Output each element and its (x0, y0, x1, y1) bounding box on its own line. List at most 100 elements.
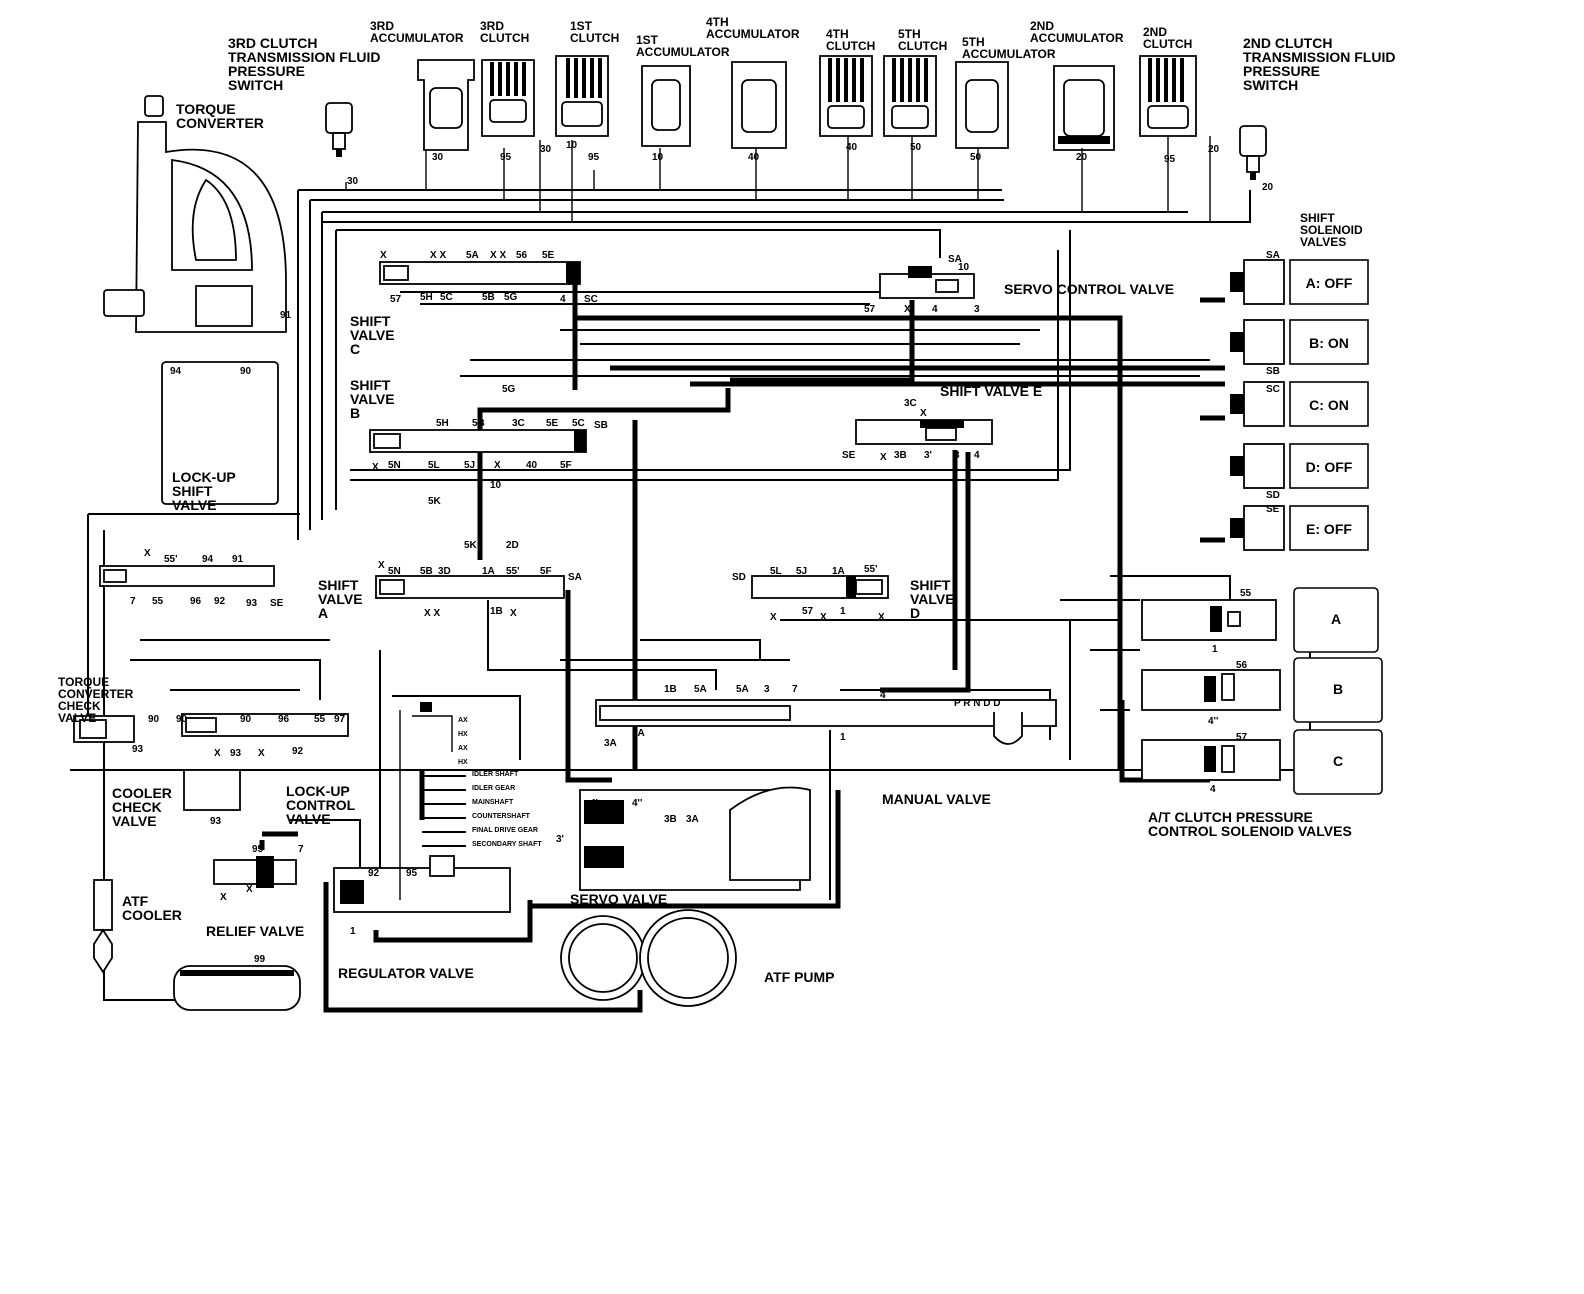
port-label: X (770, 612, 777, 623)
accumulator1 (641, 65, 691, 147)
port-label: 95 (500, 152, 512, 163)
accumulator2 (1053, 65, 1115, 151)
port-label: 5B (420, 566, 433, 577)
port-label: 40 (526, 460, 538, 471)
shift-valve-e (855, 419, 993, 445)
port-label: 7 (792, 684, 798, 695)
port-label: 3D (438, 566, 451, 577)
port-label: 55 (314, 714, 326, 725)
at-solenoid-a: A 55 1 (1141, 587, 1379, 655)
port-label: SD (1266, 490, 1280, 501)
at-clutch-solenoids: A 55 1 B 56 4'' C 57 4 A/T CLUTCH PRESSU… (1141, 587, 1383, 839)
port-label: X (510, 608, 517, 619)
port-label: 1 (840, 732, 846, 743)
servo-control-label: SERVO CONTROL VALVE (1004, 281, 1174, 297)
port-label: X (144, 548, 151, 559)
gear-position-label: P R N D D (954, 698, 1001, 709)
port-label: 90 (240, 366, 252, 377)
port-label: SE (842, 450, 856, 461)
port-label: 97 (334, 714, 346, 725)
port-label: 55' (164, 554, 178, 565)
port-label: SE (270, 598, 284, 609)
at-solenoid-b-label: B (1333, 681, 1343, 697)
port-label: 93 (230, 748, 242, 759)
port-label: 10 (652, 152, 664, 163)
solenoid-a-state: A: OFF (1306, 275, 1353, 291)
port-label: 57 (390, 294, 402, 305)
port-label: 7 (130, 596, 136, 607)
port-label: 94 (170, 366, 182, 377)
port-label: 5C (440, 292, 453, 303)
port-label: X X (490, 250, 506, 261)
lube-line-labels: IDLER SHAFT IDLER GEAR MAINSHAFT COUNTER… (458, 717, 542, 848)
port-label: SB (594, 420, 608, 431)
solenoid-d: D: OFF (1230, 443, 1369, 489)
port-label: X (920, 408, 927, 419)
port-label: 4 (1210, 784, 1216, 795)
port-label: SB (1266, 366, 1280, 377)
clutch5 (883, 55, 937, 137)
port-label: 5B (482, 292, 495, 303)
clutch4 (819, 55, 873, 137)
port-label: SE (1266, 504, 1280, 515)
solenoid-b: B: ON (1230, 319, 1369, 365)
port-label: 5E (546, 418, 559, 429)
port-label: 3 (954, 450, 960, 461)
lube-label: COUNTERSHAFT (472, 813, 531, 820)
clutch2-switch-label: 2ND CLUTCH TRANSMISSION FLUID PRESSURE S… (1243, 35, 1399, 93)
accumulator4 (731, 61, 787, 149)
port-label: 30 (432, 152, 444, 163)
port-label: 5K (428, 496, 442, 507)
port-label: SA (948, 254, 962, 265)
lockup-shift-spool (99, 565, 275, 587)
port-label: 3B (664, 814, 677, 825)
port-label: 5H (420, 292, 433, 303)
solenoid-port-labels: SA SB SC SD SE (1266, 250, 1280, 515)
port-label: 95 (252, 844, 264, 855)
torque-converter: 91 (103, 95, 292, 333)
port-label: 5L (770, 566, 782, 577)
port-label: 55 (1240, 588, 1252, 599)
atf-cooler (93, 879, 113, 974)
clutch1 (555, 55, 609, 137)
lube-label: FINAL DRIVE GEAR (472, 827, 538, 834)
accumulator3 (417, 59, 475, 151)
port-label: 3 (764, 684, 770, 695)
port-label: 1B (664, 684, 677, 695)
port-label: SA (568, 572, 582, 583)
pipes (70, 136, 1311, 1013)
port-label: 55' (864, 564, 878, 575)
port-label: 1A (482, 566, 495, 577)
solenoid-a: A: OFF (1230, 259, 1369, 305)
port-label: 3' (556, 834, 564, 845)
port-label: SA (1266, 250, 1280, 261)
relief-valve (213, 856, 297, 888)
port-label: X (214, 748, 221, 759)
clutch3-pressure-switch (325, 102, 353, 157)
at-solenoid-c-label: C (1333, 753, 1343, 769)
port-label: 5C (572, 418, 585, 429)
port-label: 5F (540, 566, 552, 577)
port-label: X (494, 460, 501, 471)
port-label: 5H (436, 418, 449, 429)
port-label: 91 (232, 554, 244, 565)
solenoid-c: C: ON (1230, 381, 1369, 427)
port-label: 5G (502, 384, 516, 395)
at-solenoid-a-label: A (1331, 611, 1341, 627)
